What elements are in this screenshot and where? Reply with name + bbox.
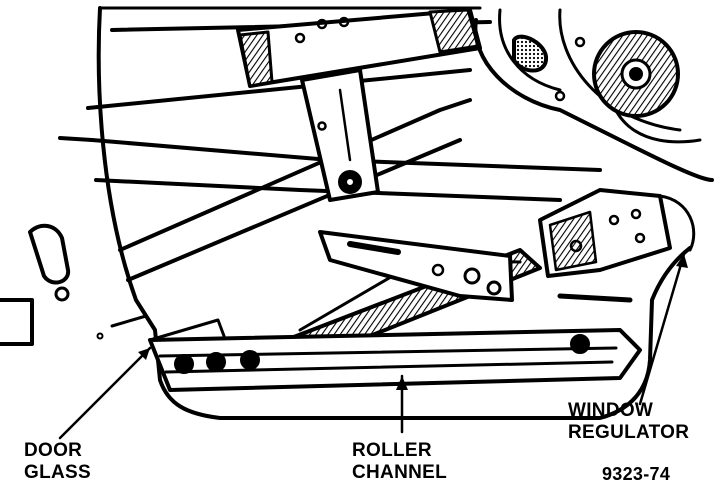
- window-regulator-label-line2: REGULATOR: [568, 422, 690, 443]
- window-regulator-label-line1: WINDOW: [568, 400, 654, 421]
- roller-channel-label: ROLLER CHANNEL: [352, 440, 447, 484]
- window-regulator-label: WINDOW REGULATOR: [568, 400, 689, 444]
- regulator-spring-housing: [473, 8, 714, 182]
- pivot-link: [318, 230, 514, 302]
- door-glass-edge: [0, 223, 148, 346]
- roller-channel-label-line1: ROLLER: [352, 440, 432, 461]
- door-glass-arrowhead: [138, 348, 150, 360]
- window-regulator-arrowhead: [676, 254, 688, 268]
- regulator-mount-plate: [538, 188, 696, 278]
- figure-number: 9323-74: [602, 464, 671, 484]
- glass-bracket: [300, 68, 380, 202]
- window-regulator-leader: [638, 252, 686, 406]
- leader-arrows: [138, 254, 688, 390]
- door-inner-panel: [96, 6, 692, 420]
- door-glass-label: DOOR GLASS: [24, 440, 91, 484]
- roller-channel-arrowhead: [396, 376, 408, 390]
- upper-bracket: [236, 8, 482, 88]
- door-glass-label-line1: DOOR: [24, 440, 83, 461]
- door-glass-leader: [58, 346, 152, 440]
- roller-channel-label-line2: CHANNEL: [352, 462, 447, 483]
- roller-channel: [148, 293, 642, 392]
- door-glass-label-line2: GLASS: [24, 462, 91, 483]
